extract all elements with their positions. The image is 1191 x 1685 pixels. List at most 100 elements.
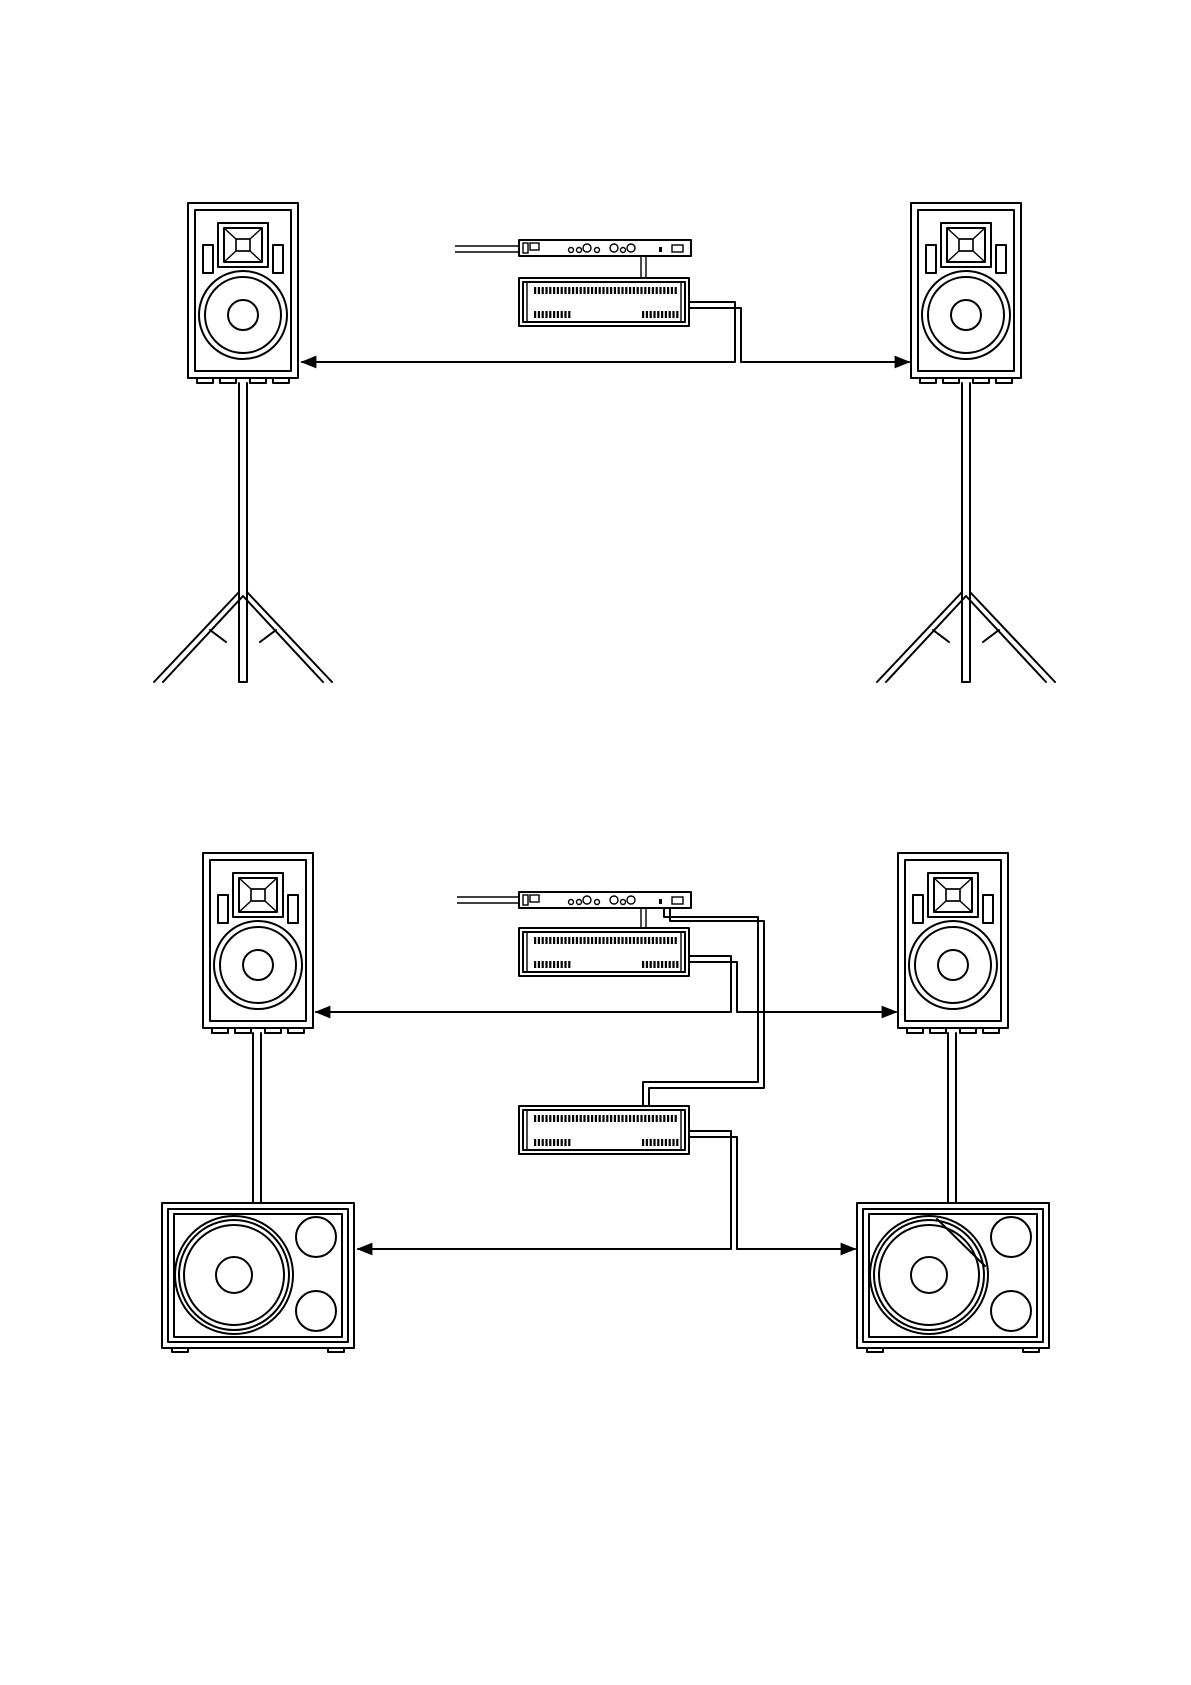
left-tripod-stand — [154, 383, 332, 682]
amp-vent-slot — [564, 287, 566, 294]
amp-vent-slot — [656, 937, 658, 944]
amp-vent-slot — [644, 1115, 646, 1122]
amp-vent-slot — [602, 287, 604, 294]
amp-vent-slot — [557, 287, 559, 294]
amp-indicator-right — [646, 1139, 648, 1146]
amp-vent-slot — [564, 937, 566, 944]
amp-indicator-right — [665, 961, 667, 968]
amp-vent-slot — [542, 1115, 544, 1122]
amp-vent-slot — [629, 1115, 631, 1122]
amp-vent-slot — [640, 937, 642, 944]
amp-vent-slot — [557, 937, 559, 944]
power-amplifier-tops — [519, 928, 689, 976]
amp-indicator-left — [542, 1139, 544, 1146]
amp-vent-slot — [553, 287, 555, 294]
left-top-speaker — [203, 853, 313, 1033]
amp-vent-slot — [671, 937, 673, 944]
amp-vent-slot — [602, 1115, 604, 1122]
amp-indicator-right — [661, 311, 663, 318]
amp-indicator-right — [657, 961, 659, 968]
amp-vent-slot — [576, 1115, 578, 1122]
amp-vent-slot — [580, 937, 582, 944]
amp-vent-slot — [659, 1115, 661, 1122]
amp-vent-slot — [675, 937, 677, 944]
amp-indicator-left — [553, 1139, 555, 1146]
amp-vent-slot — [656, 1115, 658, 1122]
amp-indicator-right — [669, 311, 671, 318]
amp-indicator-left — [553, 311, 555, 318]
input-cable — [457, 897, 519, 903]
amp-indicator-left — [564, 311, 566, 318]
amp-indicator-left — [549, 311, 551, 318]
amp-indicator-right — [657, 311, 659, 318]
amp-indicator-right — [676, 961, 678, 968]
left-speaker — [188, 203, 298, 383]
amp-vent-slot — [583, 937, 585, 944]
amp-vent-slot — [606, 1115, 608, 1122]
amp-indicator-left — [542, 961, 544, 968]
amp-indicator-left — [557, 311, 559, 318]
amp-vent-slot — [606, 937, 608, 944]
amp-vent-slot — [602, 937, 604, 944]
amp-vent-slot — [534, 1115, 536, 1122]
amp-vent-slot — [538, 1115, 540, 1122]
amp-vent-slot — [637, 287, 639, 294]
amp-vent-slot — [663, 1115, 665, 1122]
amp-vent-slot — [652, 1115, 654, 1122]
amp-indicator-left — [557, 961, 559, 968]
processor-to-amp-cable — [641, 256, 646, 278]
amp-indicator-right — [661, 1139, 663, 1146]
amp-vent-slot — [656, 287, 658, 294]
amp-indicator-left — [545, 311, 547, 318]
left-sub-cable — [358, 1131, 731, 1249]
amp-indicator-left — [561, 311, 563, 318]
amp-vent-slot — [553, 937, 555, 944]
power-amplifier-subs — [519, 1106, 689, 1154]
amp-vent-slot — [561, 937, 563, 944]
amp-vent-slot — [618, 1115, 620, 1122]
amp-vent-slot — [633, 937, 635, 944]
amp-indicator-left — [545, 961, 547, 968]
amp-vent-slot — [625, 287, 627, 294]
amp-vent-slot — [667, 287, 669, 294]
left-subwoofer — [162, 1203, 354, 1352]
amp-indicator-left — [542, 311, 544, 318]
amp-indicator-left — [549, 961, 551, 968]
amp-vent-slot — [640, 287, 642, 294]
amp-indicator-left — [538, 1139, 540, 1146]
right-top-speaker — [898, 853, 1008, 1033]
amp-indicator-right — [642, 961, 644, 968]
right-subwoofer — [857, 1203, 1049, 1352]
amp-vent-slot — [652, 937, 654, 944]
amp-indicator-right — [676, 1139, 678, 1146]
amp-indicator-left — [568, 311, 570, 318]
right-top-speaker-on-pole — [898, 853, 1008, 1203]
amp-vent-slot — [549, 287, 551, 294]
amp-vent-slot — [675, 1115, 677, 1122]
amp-indicator-left — [561, 1139, 563, 1146]
amp-vent-slot — [542, 287, 544, 294]
amp-indicator-left — [538, 311, 540, 318]
right-speaker-cable — [689, 308, 909, 362]
amp-vent-slot — [595, 937, 597, 944]
left-speaker-on-stand — [154, 203, 332, 682]
amp-indicator-left — [564, 961, 566, 968]
amp-vent-slot — [659, 937, 661, 944]
amp-vent-slot — [599, 287, 601, 294]
amp-indicator-left — [545, 1139, 547, 1146]
amp-vent-slot — [648, 287, 650, 294]
amp-vent-slot — [580, 287, 582, 294]
amp-vent-slot — [621, 1115, 623, 1122]
amp-vent-slot — [648, 1115, 650, 1122]
amp-vent-slot — [663, 287, 665, 294]
amp-vent-slot — [587, 287, 589, 294]
amp-indicator-right — [672, 1139, 674, 1146]
amp-vent-slot — [610, 1115, 612, 1122]
amp-indicator-left — [568, 961, 570, 968]
amp-vent-slot — [614, 937, 616, 944]
amp-indicator-right — [676, 311, 678, 318]
amp-indicator-right — [665, 311, 667, 318]
amp-indicator-left — [534, 1139, 536, 1146]
amp-vent-slot — [633, 287, 635, 294]
amp-indicator-left — [534, 311, 536, 318]
